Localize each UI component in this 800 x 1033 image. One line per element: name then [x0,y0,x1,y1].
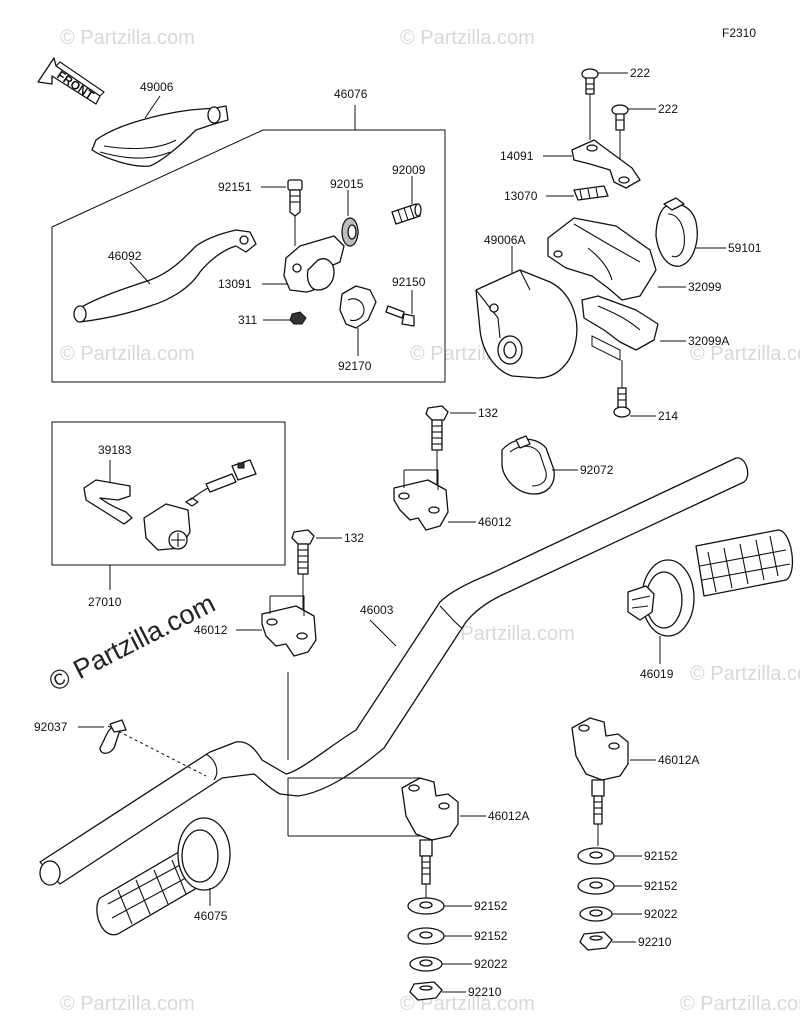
part-92151-bolt [261,179,303,246]
callout-92151: 92151 [218,180,252,194]
callout-49006: 49006 [140,80,174,94]
part-92152-washer-c [577,847,642,865]
part-92152-washer-a [407,897,472,915]
part-92022-washer-a [409,956,472,972]
watermark: © Partzilla.com [60,27,195,49]
front-arrow-icon: FRONT [37,57,105,105]
callout-14091: 14091 [500,149,534,163]
part-46012-clamp-upper [393,469,476,531]
part-14091-cover [543,139,641,189]
watermark: © Partzilla.com [60,343,195,365]
watermark-main: © Partzilla.com [44,588,220,697]
part-49006-lever-cover [91,95,229,167]
callout-92210b: 92210 [638,935,672,949]
callout-92152b: 92152 [474,929,508,943]
part-132-bolt-upper [425,405,476,490]
callout-132b: 132 [344,531,364,545]
callout-92150: 92150 [392,275,426,289]
callout-92072: 92072 [580,463,614,477]
callout-92152a: 92152 [474,899,508,913]
part-92150-bolt [385,290,415,327]
part-214-screw [613,360,656,418]
callout-46075: 46075 [194,909,228,923]
callout-92022a: 92022 [474,957,508,971]
part-222-screw-a [581,68,628,140]
part-32099A-housing [581,295,686,361]
part-46012A-riser-right [571,717,656,846]
part-49006A-throttle-body [475,246,578,379]
callout-92037: 92037 [34,720,68,734]
callout-92015: 92015 [330,177,364,191]
callout-32099A: 32099A [688,334,729,348]
part-46012-clamp-lower [236,595,317,657]
part-92072-band [501,435,578,495]
part-39183-switch-clamp [83,460,133,525]
callout-214: 214 [658,409,678,423]
callout-46012b: 46012 [194,623,228,637]
callout-222a: 222 [630,66,650,80]
callout-46012a: 46012 [478,515,512,529]
watermark: © Partzilla.com [690,343,800,365]
callout-92210a: 92210 [468,985,502,999]
watermark: © Partzilla.com [440,623,575,645]
part-27010-switch [143,459,257,551]
callout-labels: 49006 46076 92151 92015 92009 46092 1309… [34,66,762,999]
callout-39183: 39183 [98,443,132,457]
callout-92152c: 92152 [644,849,678,863]
part-46003-handlebar [39,457,749,886]
part-46019-throttle-grip [627,529,794,664]
callout-92170: 92170 [338,359,372,373]
part-132-bolt-lower [291,529,342,614]
callout-46012Ab: 46012A [488,809,529,823]
watermark: © Partzilla.com [60,993,195,1015]
callout-13091: 13091 [218,277,252,291]
callout-46012Aa: 46012A [658,753,699,767]
part-311-nut [263,311,307,325]
part-92210-nut-a [409,981,466,1001]
callout-46003: 46003 [360,603,394,617]
callout-222b: 222 [658,102,678,116]
part-92015-nut [341,190,359,247]
callout-27010: 27010 [88,595,122,609]
part-46012A-riser-left [401,777,486,898]
part-13091-holder [262,235,345,293]
part-32099-housing [547,217,686,301]
part-92037-clip [78,719,127,754]
part-92152-washer-b [407,927,472,945]
part-59101-ring [655,197,726,267]
callout-92009: 92009 [392,163,426,177]
callout-92022b: 92022 [644,907,678,921]
callout-92152d: 92152 [644,879,678,893]
part-92210-nut-b [579,931,636,951]
callout-311: 311 [238,313,257,327]
part-92022-washer-b [579,906,642,922]
callout-32099: 32099 [688,280,722,294]
callout-46076: 46076 [334,87,368,101]
watermark: © Partzilla.com [400,27,535,49]
callout-49006A: 49006A [484,233,525,247]
callout-13070: 13070 [504,189,538,203]
part-92009-adjuster [391,176,422,225]
switch-assembly-frame [51,421,286,566]
watermark: © Partzilla.com [680,993,800,1015]
part-13070-guide [546,185,609,201]
callout-59101: 59101 [728,241,762,255]
lever-assembly-frame [51,129,446,383]
callout-46092: 46092 [108,249,142,263]
callout-46019: 46019 [640,667,674,681]
part-46092-clutch-lever [73,229,257,323]
figure-code: F2310 [722,26,756,40]
part-46075-grip [96,817,231,936]
callout-132a: 132 [478,406,498,420]
part-92170-clamp [339,285,377,356]
part-92152-washer-d [577,877,642,895]
watermark: © Partzilla.com [690,663,800,685]
